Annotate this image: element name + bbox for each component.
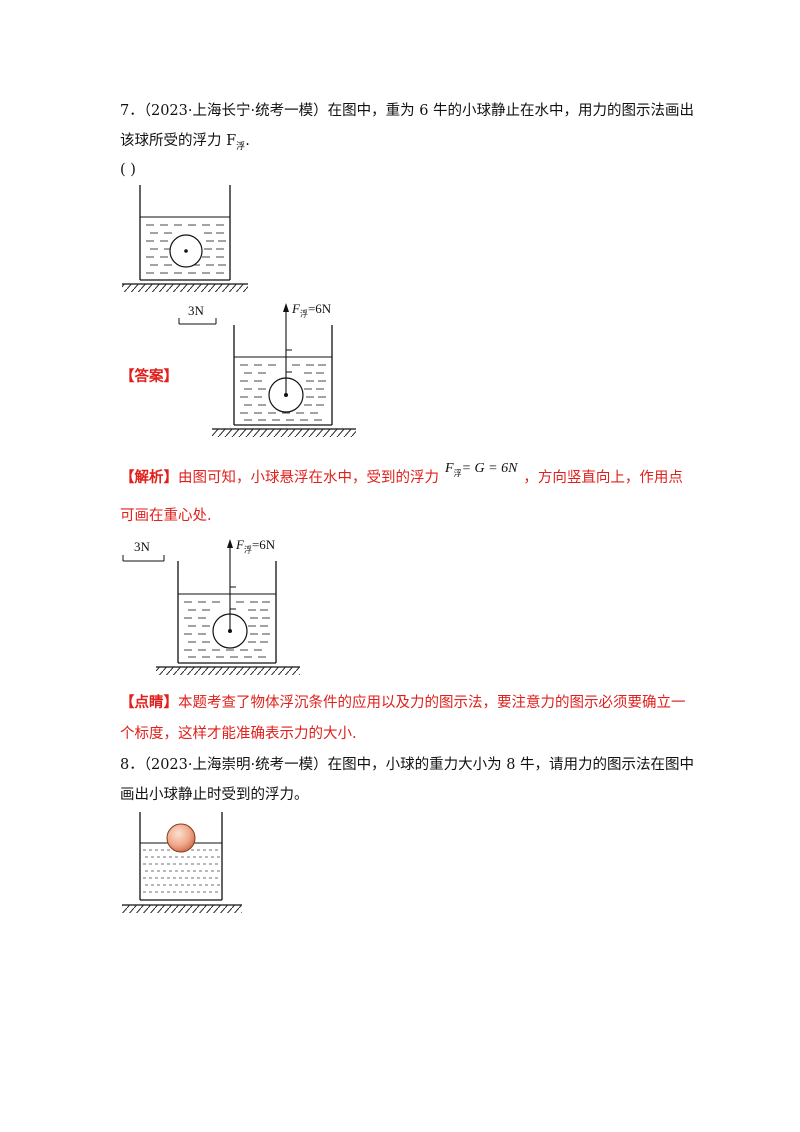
q7-line2-sub: 浮 [236,141,246,152]
q8-line1: 8．（2023·上海崇明·统考一模）在图中，小球的重力大小为 8 牛，请用力的图… [120,757,695,773]
comment-line2: 个标度，这样才能准确表示力的大小. [120,726,357,742]
analysis-line2: 可画在重心处. [120,508,212,524]
analysis-formula: F浮= G = 6N [439,461,523,478]
analysis-formula-rest: = G = 6N [461,461,518,476]
analysis-force-sub: 浮 [243,545,252,555]
analysis-force-f: F [236,537,244,552]
answer-force-f: F [292,301,300,316]
analysis-scale-label: 3N [134,539,150,554]
analysis-line1: 【解析】由图可知，小球悬浮在水中，受到的浮力F浮= G = 6N，方向竖直向上，… [120,461,683,494]
q7-line2: 该球所受的浮力 F浮. [120,131,250,157]
comment-line1: 【点睛】本题考查了物体浮沉条件的应用以及力的图示法，要注意力的图示必须要确立一 [120,693,686,713]
answer-diagram [212,303,356,437]
answer-force-sub: 浮 [299,309,308,319]
answer-label: 【答案】 [120,368,178,385]
answer-force-label: F浮=6N [292,301,331,320]
analysis-formula-sub: 浮 [453,468,462,478]
comment-text1: 本题考查了物体浮沉条件的应用以及力的图示法，要注意力的图示必须要确立一 [178,695,686,711]
analysis-force-val: =6N [251,537,276,552]
analysis-formula-f: F [445,461,454,476]
analysis-diagram [156,539,300,675]
q7-line2-pre: 该球所受的浮力 F [120,133,237,149]
analysis-force-label: F浮=6N [236,537,275,556]
q7-question-diagram [122,185,248,292]
q7-blank: ( ) [120,162,136,178]
answer-scale-label: 3N [188,303,204,318]
analysis-scale-bar [122,555,165,562]
answer-scale-bar [178,318,217,325]
analysis-label: 【解析】 [120,469,178,486]
analysis-text: 由图可知，小球悬浮在水中，受到的浮力 [178,470,439,486]
comment-label: 【点睛】 [120,694,178,711]
q8-line2: 画出小球静止时受到的浮力。 [120,787,309,803]
analysis-text2: ，方向竖直向上，作用点 [523,470,683,486]
answer-force-val: =6N [307,301,332,316]
q7-line1: 7．（2023·上海长宁·统考一模）在图中，重为 6 牛的小球静止在水中，用力的… [120,103,695,119]
q7-line2-post: . [245,133,250,149]
q8-diagram [122,812,242,913]
